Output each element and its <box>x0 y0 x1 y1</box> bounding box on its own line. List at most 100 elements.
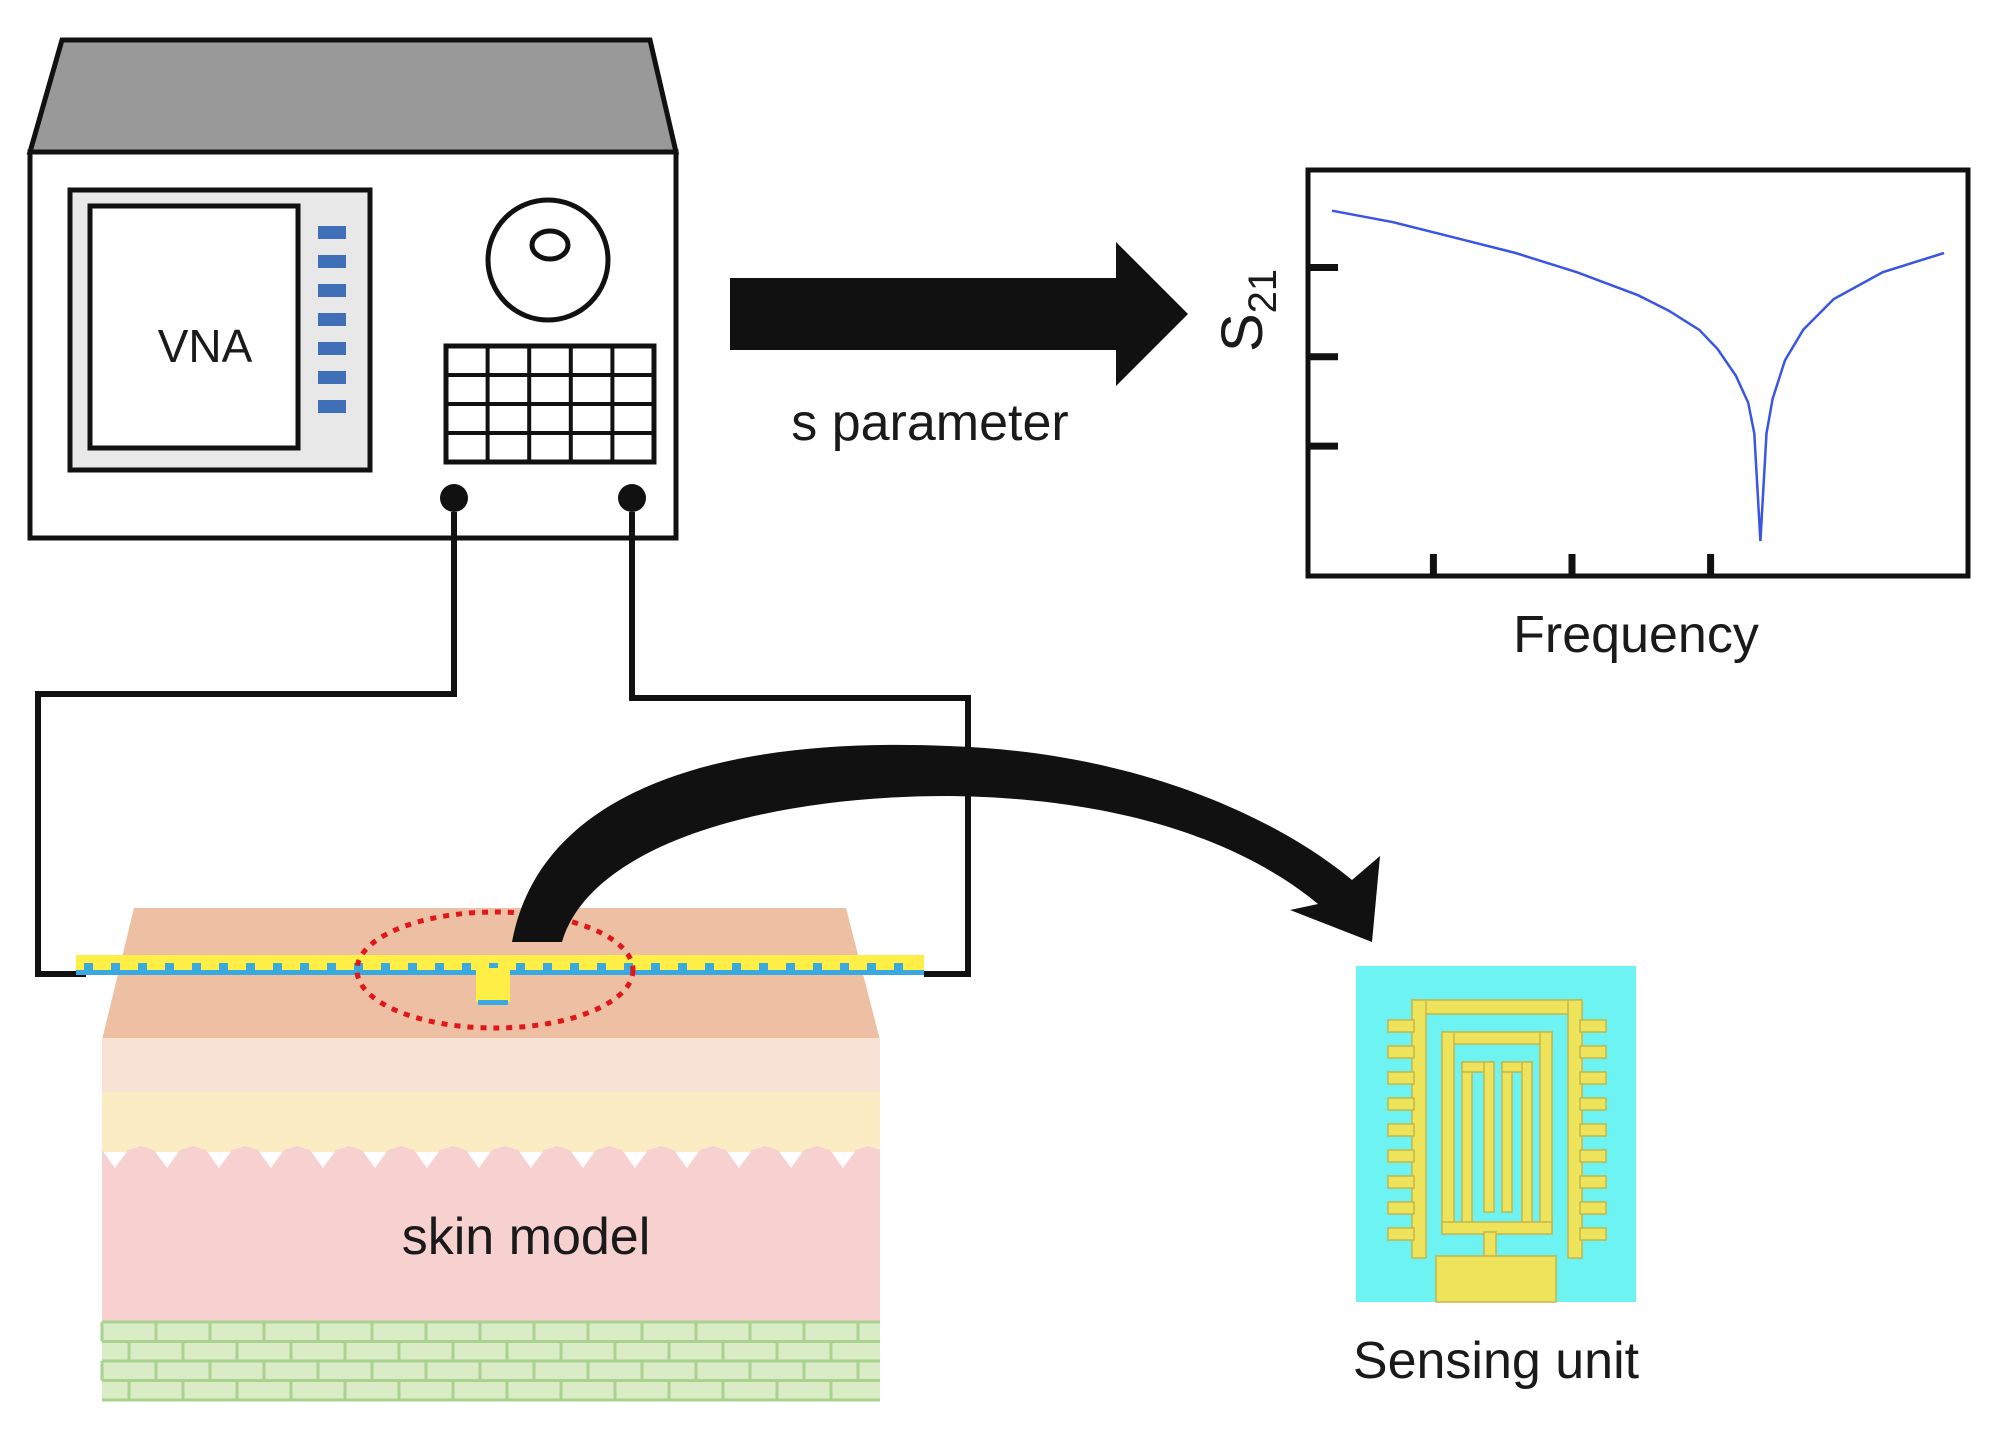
sensor-metal-pattern <box>1387 999 1607 1303</box>
sensor-right-tooth <box>1579 1149 1607 1163</box>
strip-electrode-dot <box>867 963 876 972</box>
vna-side-button <box>318 342 346 355</box>
vna-top-panel <box>26 37 680 155</box>
sensor-frame-top <box>1411 999 1583 1015</box>
strip-electrode-dot <box>759 963 768 972</box>
strip-electrode-dot <box>327 963 336 972</box>
sensor-right-tooth <box>1579 1071 1607 1085</box>
strip-electrode-dot <box>138 963 147 972</box>
strip-electrode-dot <box>732 963 741 972</box>
vna-side-button <box>318 226 346 239</box>
strip-electrode-dots <box>84 963 903 972</box>
sensor-strip <box>76 955 924 1005</box>
strip-electrode-dot <box>408 963 417 972</box>
strip-electrode-dot <box>894 963 903 972</box>
strip-body <box>76 955 924 970</box>
strip-electrode-dot <box>246 963 255 972</box>
sensing-unit-label: Sensing unit <box>1353 1332 1640 1390</box>
sensor-inner-top <box>1441 1031 1553 1045</box>
strip-electrode-dot <box>273 963 282 972</box>
cable-port-1 <box>35 512 457 977</box>
skin-dermis-layer <box>102 1146 880 1324</box>
skin-model-label: skin model <box>402 1208 651 1266</box>
sensor-left-tooth <box>1387 1045 1415 1059</box>
sensor-right-tooth <box>1579 1201 1607 1215</box>
sensor-right-tooth <box>1579 1123 1607 1137</box>
strip-electrode-dot <box>489 963 498 972</box>
plot-ticks <box>1308 263 1715 576</box>
vna-port-2 <box>618 484 646 512</box>
strip-electrode-dot <box>354 963 363 972</box>
sensor-inner-right <box>1539 1031 1553 1233</box>
vna-side-button <box>318 313 346 326</box>
y-axis-label-main: S <box>1210 313 1275 352</box>
y-axis-label: S21 <box>1210 269 1285 352</box>
focus-ring <box>354 909 636 1031</box>
sensor-left-tooth <box>1387 1097 1415 1111</box>
s21-plot: S21 Frequency <box>1210 167 1971 664</box>
strip-electrode-dot <box>192 963 201 972</box>
vna-port-1 <box>440 484 468 512</box>
cables <box>35 512 971 977</box>
strip-electrode-dot <box>840 963 849 972</box>
sensor-finger-2 <box>1483 1061 1495 1213</box>
skin-layer-3 <box>102 1092 880 1152</box>
vna-screen <box>87 203 301 451</box>
s-parameter-arrow <box>730 242 1188 386</box>
sensor-right-tooth <box>1579 1097 1607 1111</box>
sensor-finger-1 <box>1461 1061 1473 1233</box>
vna-instrument: VNA <box>26 37 680 541</box>
x-axis-label: Frequency <box>1513 606 1759 664</box>
vna-side-button <box>318 400 346 413</box>
vna-side-button <box>318 371 346 384</box>
strip-center-tab-base <box>478 1000 508 1005</box>
sensor-inner-left <box>1441 1031 1455 1233</box>
strip-electrode-dot <box>219 963 228 972</box>
sensor-left-tooth <box>1387 1227 1415 1241</box>
skin-model: skin model <box>100 908 880 1402</box>
vna-button-column <box>318 226 346 413</box>
strip-electrode-dot <box>705 963 714 972</box>
vna-side-button <box>318 284 346 297</box>
skin-layer-2 <box>102 1038 880 1094</box>
s-parameter-label: s parameter <box>791 394 1068 452</box>
sensor-left-tooth <box>1387 1071 1415 1085</box>
sensor-left-tooth <box>1387 1019 1415 1033</box>
vna-keypad <box>443 343 657 465</box>
skin-bottom-brick-pattern <box>100 1320 880 1402</box>
sensor-left-tooth <box>1387 1123 1415 1137</box>
y-axis-label-subscript: 21 <box>1241 269 1285 314</box>
sensor-left-tooth <box>1387 1149 1415 1163</box>
strip-electrode-dot <box>111 963 120 972</box>
vna-screen-label: VNA <box>158 320 253 372</box>
strip-electrode-dot <box>597 963 606 972</box>
strip-center-tab <box>476 968 510 1002</box>
strip-electrode-dot <box>813 963 822 972</box>
vna-knob-center <box>529 228 571 262</box>
strip-electrode-dot <box>84 963 93 972</box>
vna-side-button <box>318 255 346 268</box>
strip-electrode-dot <box>381 963 390 972</box>
strip-electrode-dot <box>516 963 525 972</box>
sensor-finger-3 <box>1501 1061 1513 1213</box>
strip-electrode-dot <box>786 963 795 972</box>
sensor-right-tooth <box>1579 1045 1607 1059</box>
strip-electrode-dot <box>678 963 687 972</box>
sensor-inner-bottom <box>1441 1221 1553 1235</box>
strip-electrode-dot <box>651 963 660 972</box>
sensor-pad <box>1435 1255 1557 1303</box>
s21-curve <box>1331 209 1945 542</box>
sensor-finger-4 <box>1521 1061 1533 1233</box>
sensor-left-tooth <box>1387 1201 1415 1215</box>
strip-electrode-dot <box>570 963 579 972</box>
cable-port-2 <box>629 512 971 977</box>
strip-electrode-dot <box>462 963 471 972</box>
sensing-unit: Sensing unit <box>1353 966 1640 1390</box>
strip-electrode-dot <box>435 963 444 972</box>
strip-electrode-dot <box>300 963 309 972</box>
sensor-right-tooth <box>1579 1019 1607 1033</box>
strip-electrode-dot <box>165 963 174 972</box>
sensor-right-tooth <box>1579 1227 1607 1241</box>
sensor-right-tooth <box>1579 1175 1607 1189</box>
